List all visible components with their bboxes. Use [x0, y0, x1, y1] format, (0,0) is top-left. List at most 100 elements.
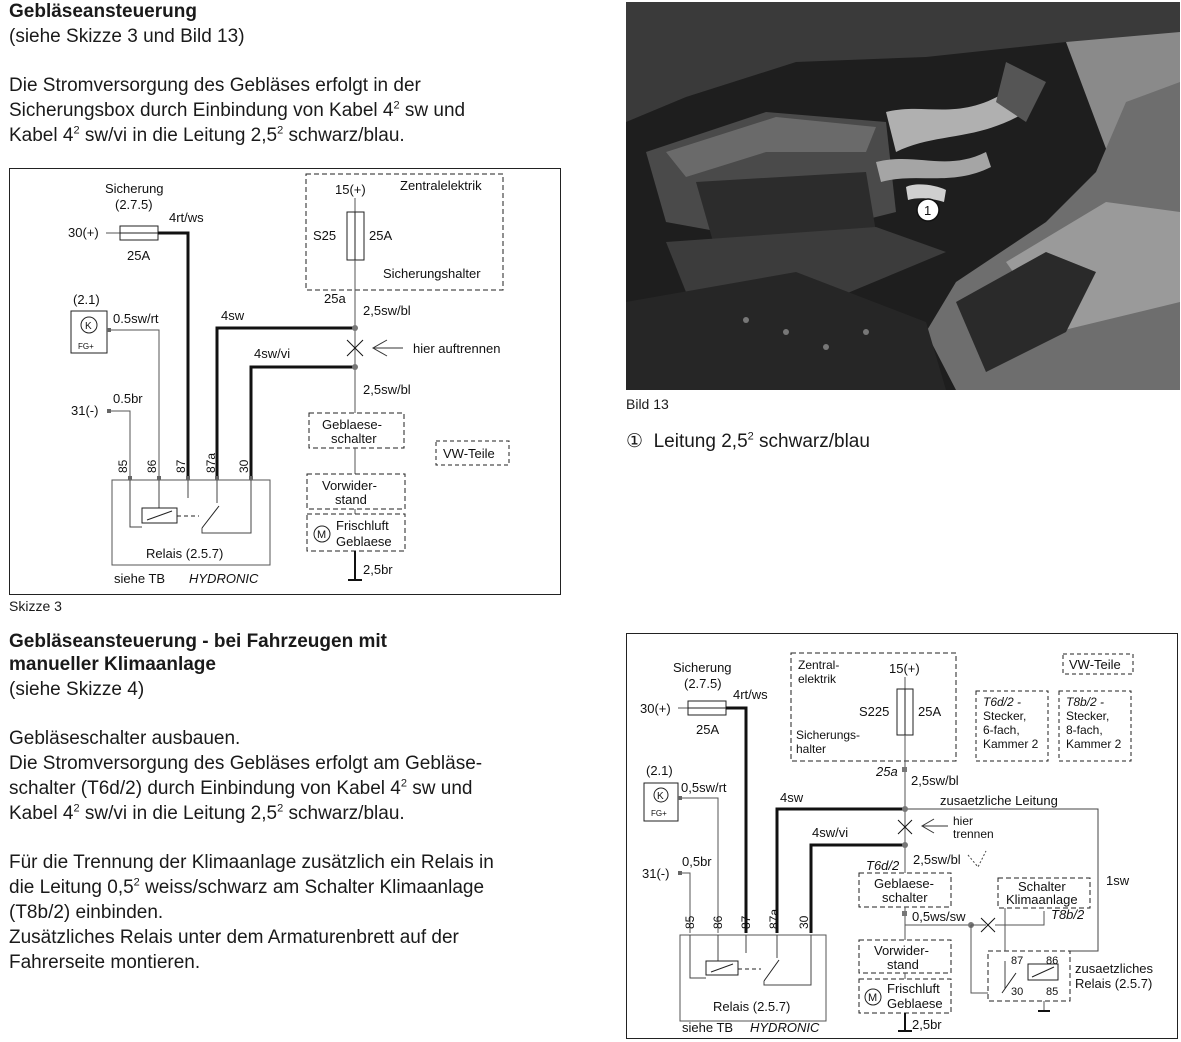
s3-relais-box	[111, 479, 271, 566]
s4-t8-l4: Kammer 2	[1066, 737, 1122, 751]
s4-fuse-value: 25A	[696, 722, 719, 737]
s4-t6-l3: 6-fach,	[983, 723, 1020, 737]
s4-geblaese: Geblaese	[887, 996, 943, 1011]
section2-para3-line2: die Leitung 0,52 weiss/schwarz am Schalt…	[9, 876, 485, 898]
s4-t8b2: T8b/2	[1051, 907, 1085, 922]
s4-label-25br: 2,5br	[912, 1017, 942, 1032]
s3-vwteile-box	[435, 440, 510, 466]
s4-relay-switch	[763, 959, 780, 982]
s4-zr-30: 30	[1011, 986, 1023, 998]
s3-fuse-label: Sicherung	[105, 181, 164, 196]
s4-t8-l3: 8-fach,	[1066, 723, 1103, 737]
section2-title-line1: Gebläseansteuerung - bei Fahrzeugen mit	[9, 631, 387, 652]
s3-fg-plus: FG+	[78, 342, 94, 351]
s3-wire-05swrt	[111, 329, 160, 478]
s4-t8b2-box	[1058, 690, 1132, 762]
s3-label-4rtws: 4rt/ws	[169, 210, 204, 225]
s4-fg-plus: FG+	[651, 809, 667, 818]
s3-s25: S25	[313, 228, 336, 243]
s3-siehe-tb: siehe TB	[114, 571, 165, 586]
bild13-caption: Bild 13	[626, 396, 669, 412]
s4-schalter-l1: Schalter	[1018, 879, 1066, 894]
s3-vorwiderstand-box	[306, 473, 406, 510]
s4-relais-label: Relais (2.5.7)	[713, 999, 790, 1014]
s3-vorwiderstand-l1: Vorwider-	[322, 478, 377, 493]
s3-hydronic: HYDRONIC	[189, 571, 259, 586]
section2-para4-line2: Fahrerseite montieren.	[9, 952, 201, 973]
s3-motor-icon	[313, 525, 331, 543]
s4-pin-87a: 87a	[767, 909, 781, 929]
s3-label-25swbl-bottom: 2,5sw/bl	[363, 382, 411, 397]
s4-t6-l4: Kammer 2	[983, 737, 1039, 751]
s4-zr-87: 87	[1011, 955, 1023, 967]
s4-arrow-icon	[921, 818, 948, 834]
section2-ref: (siehe Skizze 4)	[9, 679, 145, 700]
skizze3-diagram: Sicherung (2.7.5) 30(+) 25A 4rt/ws (2.1)…	[9, 168, 561, 595]
s4-zr-l1: zusaetzliches	[1075, 961, 1154, 976]
bild13-marker-number: 1	[924, 203, 931, 218]
s4-label-1sw: 1sw	[1106, 873, 1130, 888]
s4-relais-box	[679, 934, 827, 1022]
s3-wire-4sw	[215, 326, 355, 478]
s3-term-30: 30(+)	[68, 225, 99, 240]
s3-label-4swvi: 4sw/vi	[254, 346, 290, 361]
s3-terminal-15: 15(+)	[335, 182, 366, 197]
s3-label-4sw: 4sw	[221, 308, 245, 323]
s4-vwteile: VW-Teile	[1069, 657, 1121, 672]
s4-vorwiderstand-l2: stand	[887, 957, 919, 972]
s4-hier: hier	[953, 814, 973, 828]
s4-wire-05swrt	[682, 797, 719, 933]
s3-motor-m: M	[317, 529, 326, 541]
s4-hydronic: HYDRONIC	[750, 1020, 820, 1035]
s4-label-05wssw: 0,5ws/sw	[912, 909, 966, 924]
s3-label-25br: 2,5br	[363, 562, 393, 577]
legend-number-icon: ①	[626, 431, 644, 452]
s4-zentral-l2: elektrik	[798, 672, 837, 686]
s3-pin-87a: 87a	[204, 453, 218, 473]
s4-zr-l2: Relais (2.5.7)	[1075, 976, 1152, 991]
s4-pin-86: 86	[711, 915, 725, 929]
s4-siehe-tb: siehe TB	[682, 1020, 733, 1035]
section2-para2-line1: Die Stromversorgung des Gebläses erfolgt…	[9, 753, 483, 774]
s3-fuse-ref: (2.7.5)	[115, 197, 153, 212]
s4-label-05swrt: 0,5sw/rt	[681, 780, 727, 795]
bild13-marker	[916, 198, 940, 222]
s3-k-icon: K	[85, 321, 92, 332]
s4-label-25swbl-top: 2,5sw/bl	[911, 773, 959, 788]
s4-motor-icon	[864, 988, 882, 1006]
s4-schalter-klima-box	[997, 877, 1091, 909]
s3-zentralelektrik-box	[305, 173, 504, 291]
s4-halter-l2: halter	[796, 742, 826, 756]
s4-t6d2-box	[975, 690, 1049, 762]
s3-relais-label: Relais (2.5.7)	[146, 546, 223, 561]
s3-pin-86: 86	[145, 459, 159, 473]
s4-pin-30: 30	[797, 915, 811, 929]
s3-ref-21: (2.1)	[73, 292, 100, 307]
s4-label-4swvi: 4sw/vi	[812, 825, 848, 840]
s3-pin-87: 87	[174, 459, 188, 473]
s4-trennen: trennen	[953, 827, 994, 841]
s3-geblaese: Geblaese	[336, 534, 392, 549]
s4-wire-4swvi	[809, 843, 905, 933]
skizze3-caption: Skizze 3	[9, 598, 62, 614]
section1-ref: (siehe Skizze 3 und Bild 13)	[9, 26, 245, 47]
s4-zentral-l1: Zentral-	[798, 658, 839, 672]
section2-para1: Gebläseschalter ausbauen.	[9, 728, 241, 749]
s4-zr-85: 85	[1046, 986, 1058, 998]
s3-label-25swbl-top: 2,5sw/bl	[363, 303, 411, 318]
s3-vwteile: VW-Teile	[443, 446, 495, 461]
section2-para3-line1: Für die Trennung der Klimaanlage zusätzl…	[9, 852, 494, 873]
s4-t6d2: T6d/2	[866, 858, 900, 873]
s4-wire-4rtws	[726, 706, 748, 933]
s4-t8-l2: Stecker,	[1066, 709, 1109, 723]
s4-term-30: 30(+)	[640, 701, 671, 716]
s3-s25-25a: 25A	[369, 228, 392, 243]
s3-zentral-label: Zentralelektrik	[400, 178, 482, 193]
section1-para-line1: Die Stromversorgung des Gebläses erfolgt…	[9, 75, 421, 96]
s4-t6-l1: T6d/2 -	[983, 695, 1021, 709]
skizze3-frame	[9, 168, 561, 595]
s3-pin-85: 85	[116, 459, 130, 473]
skizze4-diagram: Sicherung (2.7.5) 30(+) 25A 4rt/ws (2.1)…	[626, 633, 1178, 1039]
s3-frischluft: Frischluft	[336, 518, 389, 533]
s4-ref-21: (2.1)	[646, 763, 673, 778]
